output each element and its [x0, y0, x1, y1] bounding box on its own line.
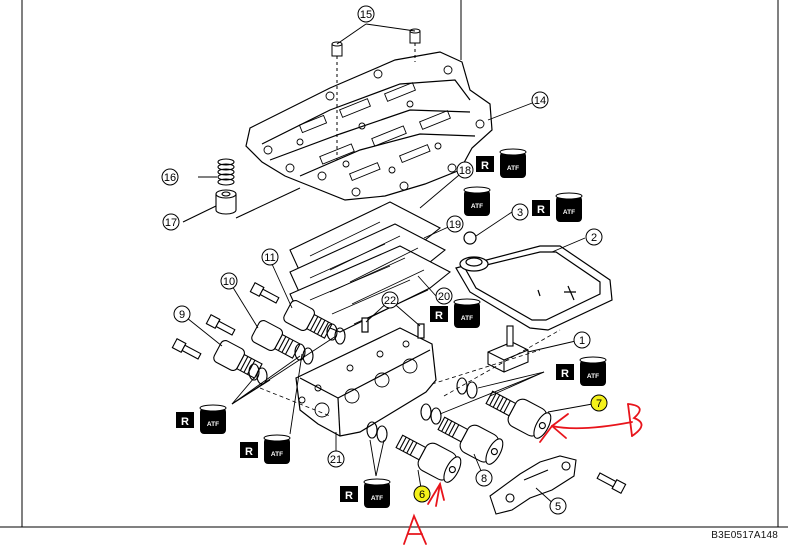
page-frame — [0, 0, 788, 528]
assembly-dashed-lines — [259, 329, 561, 417]
solenoid-parts-left — [213, 300, 333, 379]
svg-text:ATF: ATF — [507, 165, 519, 172]
svg-text:5: 5 — [555, 501, 561, 513]
r-atf-badge: R ATF — [532, 192, 583, 222]
svg-text:R: R — [537, 204, 545, 216]
callout-9: 9 — [173, 305, 191, 323]
callout-5: 5 — [549, 497, 567, 515]
bracket-part — [489, 455, 577, 515]
svg-text:6: 6 — [419, 489, 425, 501]
callout-15: 15 — [357, 5, 375, 23]
callout-1: 1 — [573, 331, 591, 349]
svg-text:19: 19 — [449, 219, 461, 231]
callout-18: 18 — [456, 161, 474, 179]
svg-text:7: 7 — [596, 398, 602, 410]
separator-plates — [289, 201, 452, 333]
svg-text:18: 18 — [459, 165, 471, 177]
svg-text:ATF: ATF — [271, 451, 283, 458]
callout-19: 19 — [446, 215, 464, 233]
svg-text:20: 20 — [438, 291, 450, 303]
r-atf-badge: R ATF — [556, 356, 607, 386]
svg-text:ATF: ATF — [587, 373, 599, 380]
red-annotation-a: A — [0, 0, 445, 545]
oil-strainer — [455, 231, 613, 331]
callout-11: 11 — [261, 248, 279, 266]
callout-20: 20 — [435, 287, 453, 305]
red-annotation-b: B — [0, 0, 643, 443]
svg-text:9: 9 — [179, 309, 185, 321]
upper-valve-body — [245, 51, 493, 201]
svg-text:ATF: ATF — [207, 421, 219, 428]
r-atf-badge: R ATF — [476, 148, 527, 178]
svg-text:3: 3 — [517, 207, 523, 219]
callout-3: 3 — [511, 203, 529, 221]
svg-text:R: R — [481, 160, 489, 172]
callout-16: 16 — [161, 168, 179, 186]
r-atf-badge: R ATF — [340, 478, 391, 508]
r-atf-badge: ATF — [463, 186, 491, 216]
svg-text:17: 17 — [165, 217, 177, 229]
callout-14: 14 — [531, 91, 549, 109]
svg-text:R: R — [435, 310, 443, 322]
svg-text:8: 8 — [481, 473, 487, 485]
pin-parts — [331, 0, 462, 160]
r-atf-badge: R ATF — [430, 298, 481, 328]
callout-22: 22 — [381, 291, 399, 309]
r-atf-badge: R ATF — [176, 404, 227, 434]
svg-text:R: R — [181, 416, 189, 428]
svg-text:ATF: ATF — [371, 495, 383, 502]
callout-17: 17 — [162, 213, 180, 231]
bolt-parts — [171, 282, 627, 494]
callout-2: 2 — [585, 228, 603, 246]
svg-text:14: 14 — [534, 95, 546, 107]
callout-21: 21 — [327, 450, 345, 468]
svg-text:15: 15 — [360, 9, 372, 21]
svg-text:R: R — [561, 368, 569, 380]
callout-10: 10 — [220, 272, 238, 290]
svg-text:B: B — [0, 0, 1, 1]
svg-text:11: 11 — [264, 252, 275, 264]
svg-text:2: 2 — [591, 232, 597, 244]
svg-text:R: R — [345, 490, 353, 502]
svg-text:10: 10 — [223, 276, 235, 288]
svg-text:ATF: ATF — [563, 209, 575, 216]
callout-6: 6 — [413, 485, 431, 503]
svg-text:R: R — [245, 446, 253, 458]
svg-text:ATF: ATF — [461, 315, 473, 322]
svg-text:21: 21 — [330, 454, 342, 466]
o-rings — [248, 323, 478, 443]
spring-part — [198, 158, 235, 186]
callout-8: 8 — [475, 469, 493, 487]
svg-text:1: 1 — [579, 335, 585, 347]
svg-text:A: A — [0, 0, 1, 1]
svg-text:22: 22 — [384, 295, 396, 307]
callout-7: 7 — [590, 394, 608, 412]
solenoid-parts-right — [395, 390, 552, 483]
figure-code: B3E0517A148 — [711, 530, 778, 541]
plug-part — [182, 187, 301, 223]
lower-valve-body — [295, 317, 437, 437]
svg-text:ATF: ATF — [471, 203, 483, 210]
r-atf-badge: R ATF — [240, 434, 291, 464]
sensor-part — [487, 325, 529, 373]
svg-text:16: 16 — [164, 172, 176, 184]
